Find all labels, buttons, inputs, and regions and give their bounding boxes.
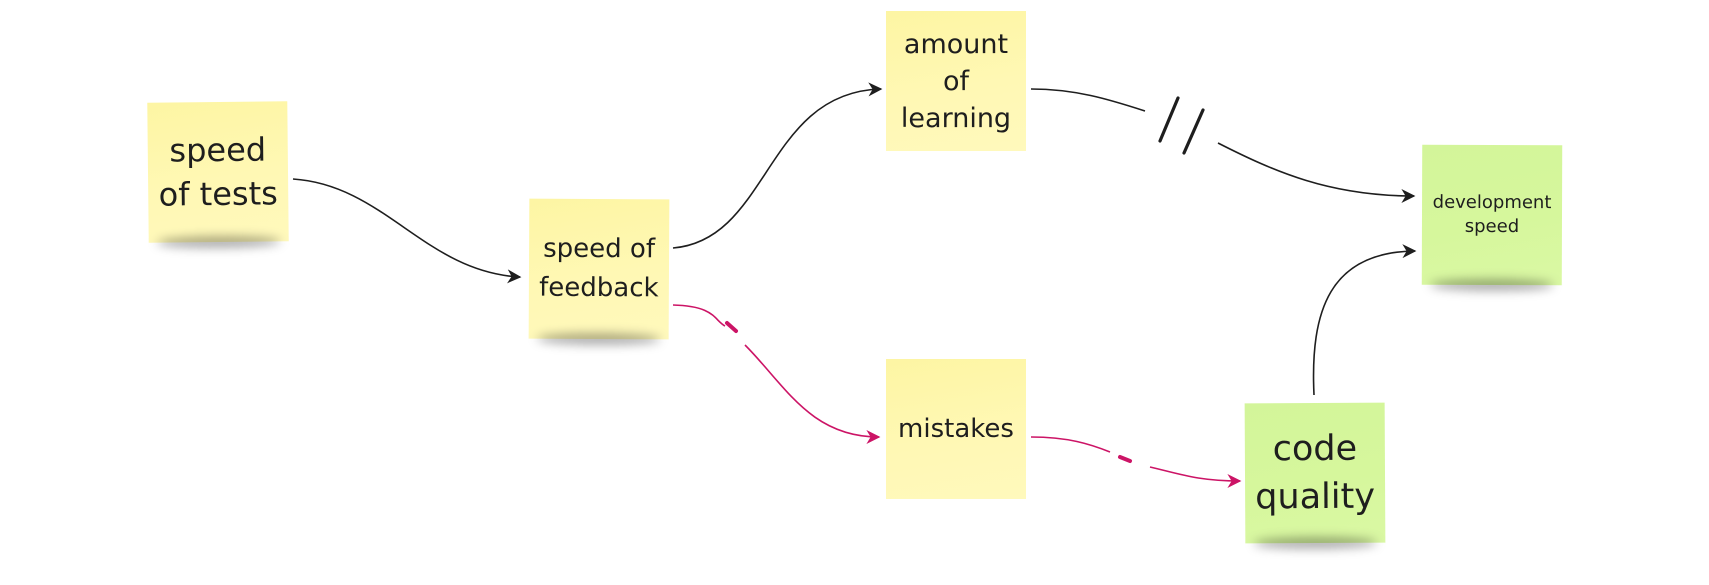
edge-speed-of-feedback-to-amount-of-learning [672, 82, 883, 249]
note-text: amount of learning [900, 28, 1012, 134]
note-text: development speed [1432, 191, 1552, 238]
sticky-note-development-speed[interactable]: development speed [1421, 144, 1563, 286]
note-text: code quality [1255, 428, 1376, 518]
sticky-note-mistakes[interactable]: mistakes [886, 359, 1026, 499]
negative-link-marker [725, 321, 738, 333]
delay-marker-slash-1 [1158, 96, 1180, 143]
negative-link-marker [1118, 455, 1132, 463]
note-text: speed of feedback [539, 233, 659, 304]
note-text: speed of tests [158, 130, 278, 214]
edge-code-quality-to-development-speed [1312, 244, 1417, 396]
sticky-note-speed-of-tests[interactable]: speed of tests [147, 101, 289, 243]
edge-mistakes-to-code-quality [1030, 436, 1240, 481]
sticky-note-code-quality[interactable]: code quality [1244, 402, 1386, 544]
sticky-note-amount-of-learning[interactable]: amount of learning [886, 11, 1026, 151]
note-text: mistakes [898, 413, 1014, 444]
delay-marker-slash-2 [1182, 108, 1205, 155]
edge-amount-of-learning-to-development-speed [1030, 88, 1414, 196]
edge-speed-of-tests-to-speed-of-feedback [292, 178, 522, 284]
sticky-note-speed-of-feedback[interactable]: speed of feedback [528, 198, 670, 340]
edge-speed-of-feedback-to-mistakes [672, 304, 879, 437]
